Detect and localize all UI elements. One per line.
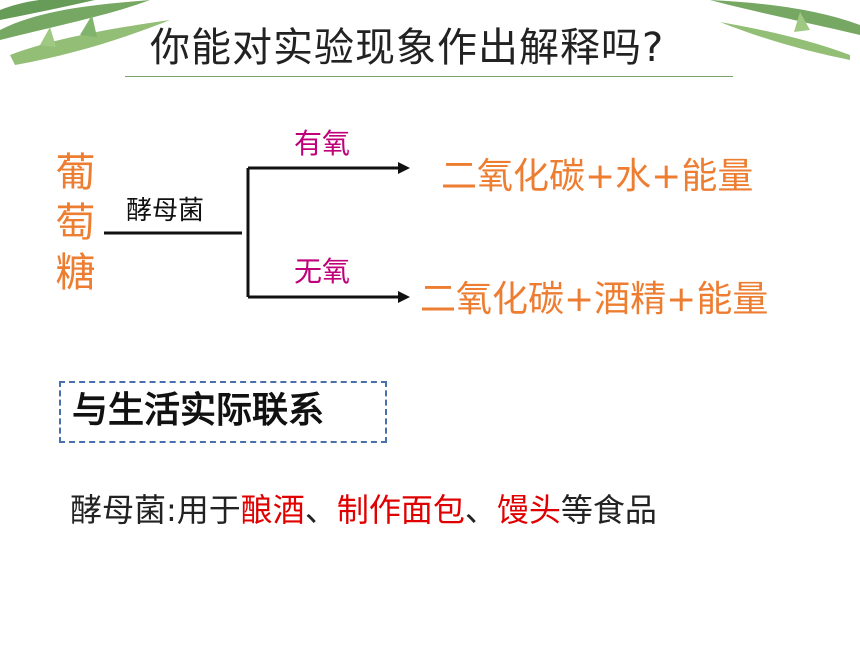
leaf-decoration-right-icon	[710, 0, 860, 60]
catalyst-label: 酵母菌	[126, 196, 205, 226]
condition-aerobic: 有氧	[294, 127, 351, 160]
product-anaerobic: 二氧化碳+酒精+能量	[420, 279, 769, 320]
application-box	[59, 381, 387, 443]
arrow-head-aerobic	[398, 162, 410, 174]
separator: 、	[464, 491, 497, 529]
sentence-suffix: 等食品	[560, 491, 657, 529]
highlight-brewing: 酿酒	[240, 491, 305, 529]
sentence-prefix: 酵母菌:用于	[70, 491, 241, 529]
reactant-glucose: 葡 萄 糖	[53, 148, 98, 298]
arrow-head-anaerobic	[398, 291, 410, 303]
reactant-char: 葡	[55, 150, 96, 196]
separator: 、	[304, 491, 337, 529]
reactant-char: 糖	[55, 250, 96, 296]
highlight-steamed-buns: 馒头	[496, 491, 561, 529]
reactant-char: 萄	[55, 200, 96, 246]
application-sentence: 酵母菌:用于酿酒、制作面包、馒头等食品	[70, 485, 657, 531]
application-heading: 与生活实际联系	[72, 390, 325, 431]
leaf-decoration-left-icon	[0, 0, 170, 65]
highlight-bread: 制作面包	[336, 491, 465, 529]
condition-anaerobic: 无氧	[294, 255, 351, 288]
product-aerobic: 二氧化碳+水+能量	[441, 156, 754, 197]
page-title: 你能对实验现象作出解释吗?	[150, 25, 665, 71]
title-divider	[125, 76, 733, 77]
